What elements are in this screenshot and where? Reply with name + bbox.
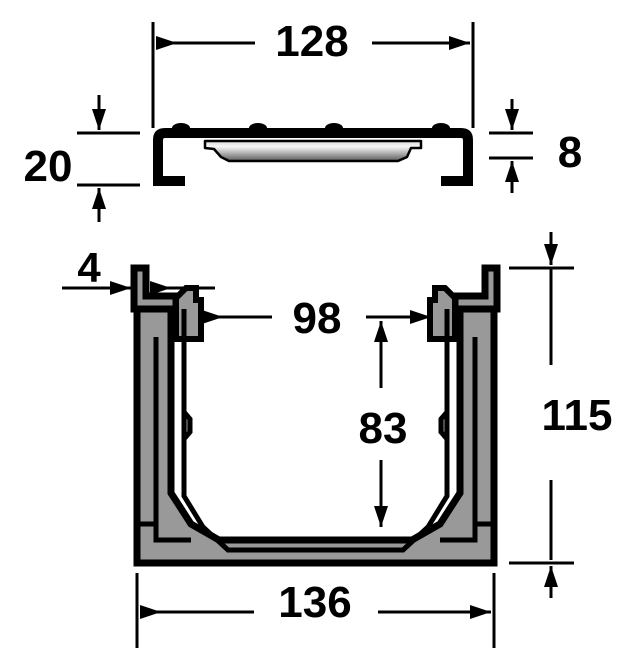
grate-plate [203,139,423,163]
right-edge-rail [451,264,501,313]
dimension-20-label: 20 [24,142,73,191]
dimension-83: 83 [359,321,408,527]
dimension-98-label: 98 [293,294,342,343]
inner-liner-left [181,309,318,553]
right-foot-step [440,521,494,543]
dimension-8: 8 [489,99,582,193]
dimension-98: 98 [202,294,431,343]
dimension-115-label: 115 [542,391,613,440]
dimension-4: 4 [62,244,215,295]
dimension-8-label: 8 [558,128,582,177]
grate-outer-frame [153,128,473,186]
dimension-20: 20 [24,95,140,222]
dimension-83-label: 83 [359,404,408,453]
grate-lug-4 [432,123,450,133]
dimension-136: 136 [135,573,496,648]
dimension-136-label: 136 [278,578,351,627]
grate-lug-2 [249,123,267,133]
left-wall-notch [181,405,193,446]
left-seating-lug [173,285,204,342]
right-wall-notch [438,405,450,446]
dimension-128-label: 128 [275,17,348,66]
right-seating-lug [427,285,458,342]
grate-lug-1 [172,123,190,133]
left-foot-step [137,521,191,543]
dimension-115: 115 [509,232,612,598]
channel-cross-section-view [130,264,501,567]
grate-profile-view [153,123,473,186]
dimension-4-label: 4 [77,244,101,291]
grate-lug-3 [325,123,343,133]
dimension-128: 128 [151,17,475,128]
